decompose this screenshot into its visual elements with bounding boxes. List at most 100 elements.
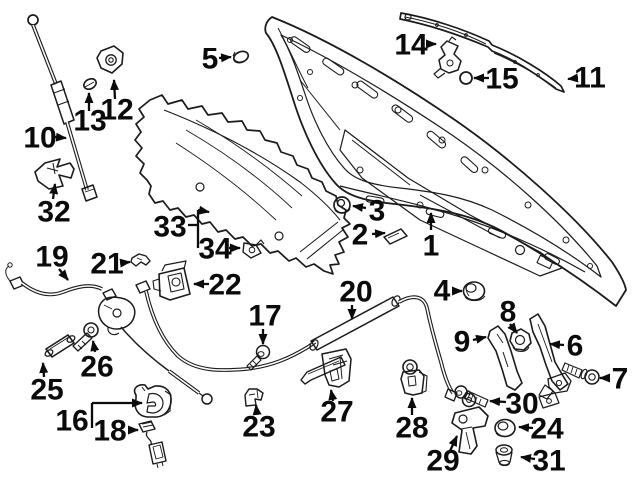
callout-16[interactable]: 16	[55, 398, 143, 438]
callout-7[interactable]: 7	[599, 363, 629, 396]
part-number-6: 6	[567, 330, 584, 363]
part-number-2: 2	[352, 219, 369, 252]
part-number-20: 20	[339, 276, 372, 309]
part-number-27: 27	[320, 396, 353, 429]
part-number-9: 9	[454, 326, 471, 359]
clip-nut-31	[495, 444, 513, 467]
latch-bracket-29	[451, 406, 489, 455]
callout-22[interactable]: 22	[193, 269, 242, 302]
part-number-10: 10	[23, 122, 56, 155]
callout-26[interactable]: 26	[80, 340, 114, 384]
callout-11[interactable]: 11	[567, 62, 606, 95]
part-number-24: 24	[530, 413, 564, 446]
callout-3[interactable]: 3	[352, 195, 386, 228]
callout-30[interactable]: 30	[489, 388, 539, 421]
callout-6[interactable]: 6	[549, 330, 584, 363]
release-cable-front	[5, 262, 317, 405]
callout-33[interactable]: 33	[153, 205, 210, 248]
part-number-32: 32	[37, 196, 70, 229]
cable-clamp-28	[400, 359, 428, 396]
screw-30	[454, 385, 489, 408]
callout-19[interactable]: 19	[35, 241, 69, 281]
grommet-3	[333, 196, 351, 214]
stop-bracket-12	[96, 45, 124, 74]
safety-catch-hook	[433, 36, 462, 79]
grommet-4	[462, 281, 486, 302]
callout-25[interactable]: 25	[30, 362, 64, 407]
part-number-33: 33	[153, 211, 186, 244]
grommet-15	[459, 71, 473, 85]
part-number-3: 3	[369, 195, 386, 228]
hood-hinge-6	[529, 313, 572, 409]
hinge-bolt-7	[561, 362, 600, 385]
part-number-1: 1	[423, 230, 440, 263]
part-number-22: 22	[208, 269, 241, 302]
callout-8[interactable]: 8	[500, 296, 518, 334]
part-number-18: 18	[93, 415, 126, 448]
callout-28[interactable]: 28	[395, 397, 429, 445]
part-number-21: 21	[90, 248, 123, 281]
callout-12[interactable]: 12	[100, 79, 134, 127]
callout-20[interactable]: 20	[339, 276, 373, 320]
callout-32[interactable]: 32	[37, 183, 71, 229]
callout-27[interactable]: 27	[320, 389, 354, 429]
part-number-15: 15	[485, 63, 518, 96]
callout-23[interactable]: 23	[242, 404, 276, 444]
strut-bracket-32	[34, 158, 75, 190]
callout-2[interactable]: 2	[352, 219, 386, 252]
part-number-17: 17	[248, 300, 281, 333]
insulator-pad	[134, 94, 351, 275]
callout-15[interactable]: 15	[473, 63, 519, 96]
callout-18[interactable]: 18	[93, 415, 139, 448]
gas-strut	[27, 14, 98, 202]
part-number-31: 31	[532, 445, 565, 478]
striker-plate-9	[487, 325, 523, 391]
part-number-28: 28	[395, 412, 428, 445]
callout-34[interactable]: 34	[198, 233, 241, 266]
cable-bracket-22	[152, 260, 191, 301]
part-number-25: 25	[30, 374, 63, 407]
part-number-26: 26	[80, 351, 113, 384]
part-number-29: 29	[426, 445, 459, 478]
callout-10[interactable]: 10	[23, 122, 67, 155]
part-number-7: 7	[612, 363, 629, 396]
grommet-24	[494, 418, 516, 438]
callout-4[interactable]: 4	[434, 275, 463, 308]
callout-5[interactable]: 5	[202, 43, 232, 76]
part-number-14: 14	[394, 29, 428, 62]
lock-nut-8	[509, 328, 532, 353]
part-number-12: 12	[100, 94, 133, 127]
pad-clip-34	[242, 239, 265, 259]
bolt-26	[72, 322, 99, 352]
part-number-11: 11	[574, 62, 606, 95]
release-cable-rear	[309, 295, 477, 408]
part-number-8: 8	[500, 296, 517, 329]
callout-24[interactable]: 24	[518, 413, 564, 446]
hood-panel	[264, 16, 627, 307]
front-seal-strip	[399, 12, 565, 93]
clip-23	[244, 388, 264, 407]
callout-29[interactable]: 29	[426, 435, 460, 478]
callout-9[interactable]: 9	[454, 326, 487, 359]
part-number-19: 19	[35, 241, 68, 274]
release-handle-16	[133, 384, 172, 418]
part-number-23: 23	[242, 411, 275, 444]
alarm-switch-18	[138, 420, 167, 469]
callout-17[interactable]: 17	[248, 300, 282, 345]
callout-1[interactable]: 1	[423, 212, 440, 263]
callout-14[interactable]: 14	[394, 29, 437, 62]
part-number-16: 16	[55, 405, 88, 438]
callout-13[interactable]: 13	[73, 92, 107, 138]
cable-clip-21	[130, 253, 151, 267]
handle-rod-27	[300, 348, 352, 388]
clip-13	[83, 77, 97, 91]
callout-31[interactable]: 31	[520, 445, 566, 478]
wedge-2	[383, 228, 408, 245]
screw-17	[246, 344, 271, 371]
callout-21[interactable]: 21	[90, 248, 131, 281]
part-number-30: 30	[505, 388, 538, 421]
part-number-5: 5	[202, 43, 219, 76]
